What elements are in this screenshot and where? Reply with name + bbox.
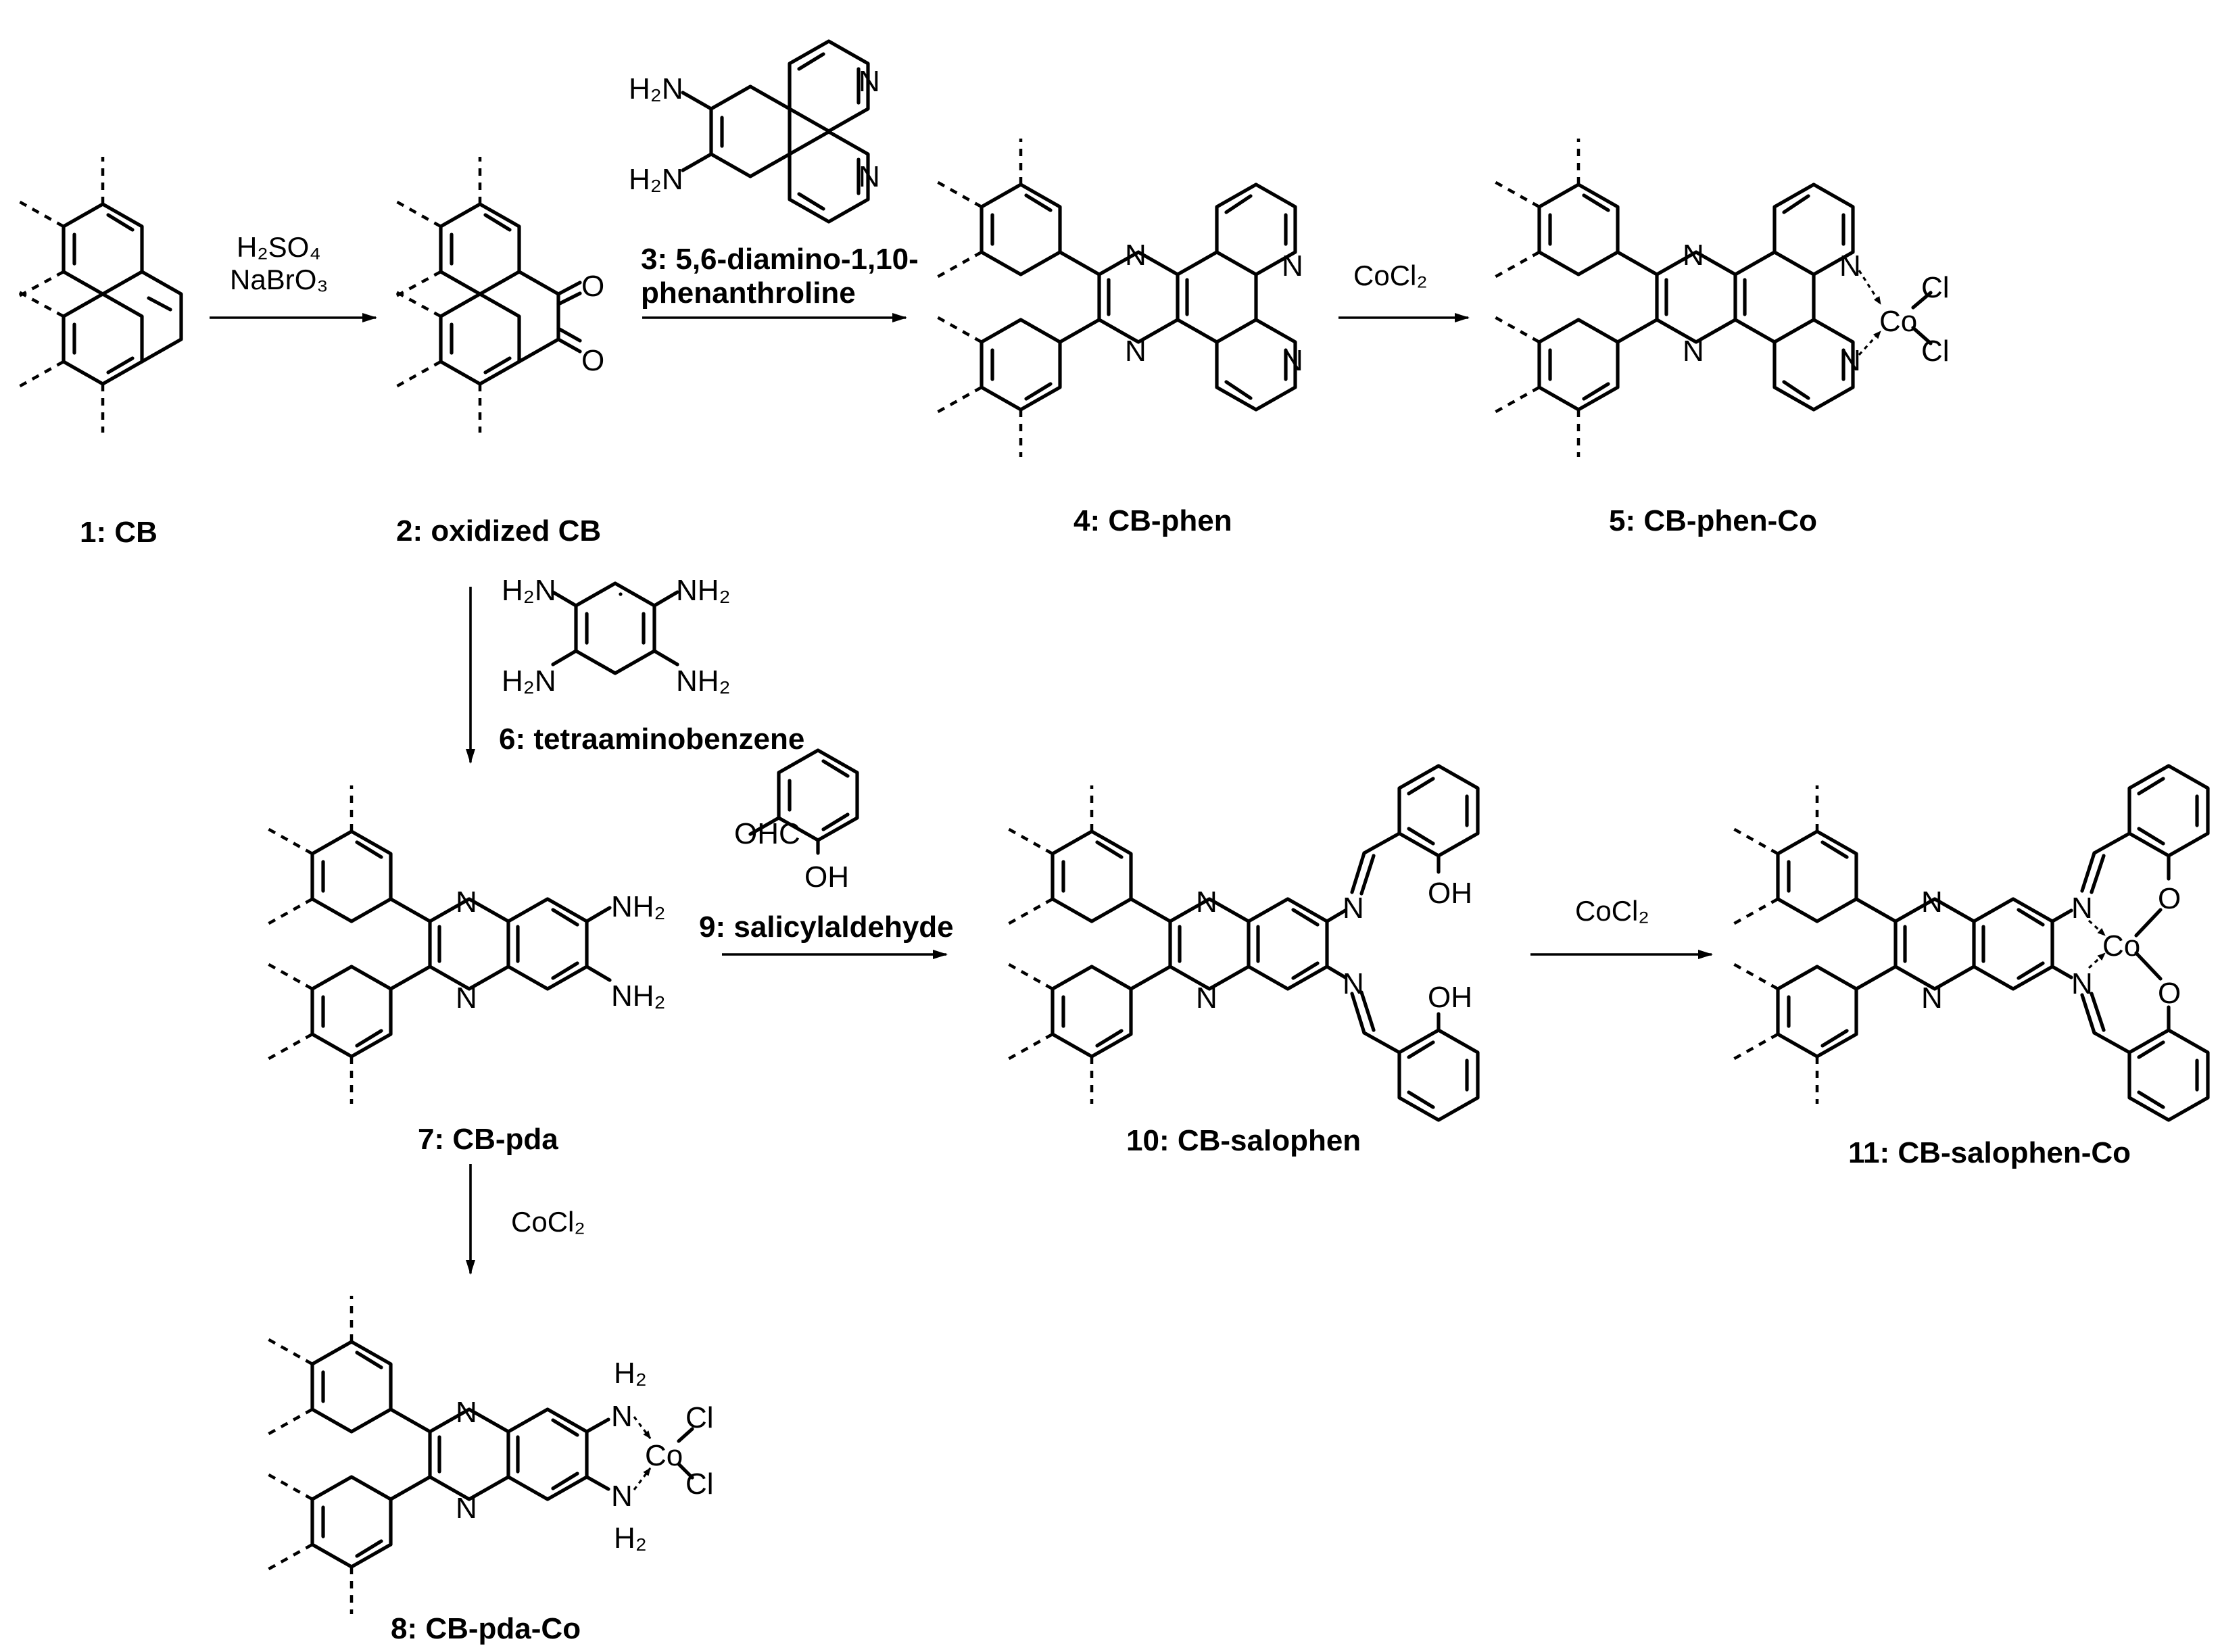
atom-co: Co: [645, 1439, 683, 1472]
structure-diaminophenanthroline: [681, 39, 870, 224]
label-compound-11: 11: CB-salophen-Co: [1848, 1136, 2131, 1169]
atom-n: N: [1839, 249, 1861, 283]
atom-n: N: [456, 885, 477, 919]
atom-n: N: [1343, 967, 1364, 1000]
atom-nh2: NH₂: [676, 664, 731, 698]
atom-n: N: [1921, 885, 1943, 919]
structure-cb-salophen-co: [1732, 764, 2210, 1122]
label-compound-3-line2: phenanthroline: [641, 276, 856, 310]
atom-n: N: [611, 1400, 633, 1433]
atom-n: N: [1282, 344, 1303, 377]
atom-n: N: [2071, 892, 2093, 925]
atom-ohc: OHC: [734, 817, 800, 850]
atom-n: N: [456, 981, 477, 1015]
atom-n: N: [1683, 239, 1704, 272]
label-compound-1: 1: CB: [80, 516, 158, 549]
label-compound-10: 10: CB-salophen: [1126, 1124, 1361, 1157]
structure-cb-phen-co: [1493, 139, 1933, 457]
atom-n: N: [859, 65, 880, 98]
atom-o: O: [581, 270, 604, 303]
label-compound-8: 8: CB-pda-Co: [391, 1612, 581, 1645]
atom-co: Co: [1879, 305, 1917, 338]
atom-nh2: NH₂: [676, 574, 731, 607]
atom-n: N: [611, 1480, 633, 1513]
atom-n: N: [1196, 885, 1217, 919]
atom-n: N: [1125, 335, 1147, 368]
reagent-cobalt-chloride: CoCl₂: [511, 1206, 585, 1238]
reagent-oxidant: NaBrO₃: [230, 264, 328, 295]
atom-h2: H₂: [614, 1357, 647, 1390]
structure-cb-phen: [936, 139, 1297, 457]
structure-oxidized-cb: [395, 157, 582, 433]
structure-cb-salophen: [1007, 764, 1480, 1122]
label-compound-9: 9: salicylaldehyde: [699, 910, 954, 944]
atom-n: N: [1343, 892, 1364, 925]
atom-cl: Cl: [685, 1467, 714, 1501]
structure-cb-pda-co: [266, 1296, 694, 1614]
atom-n: N: [1921, 981, 1943, 1015]
atom-h2n: H₂N: [629, 163, 683, 196]
atom-n: N: [456, 1396, 477, 1429]
atom-h2: H₂: [614, 1522, 647, 1555]
atom-nh2: NH₂: [611, 979, 666, 1013]
atom-n: N: [1839, 344, 1861, 377]
atom-co: Co: [2102, 929, 2140, 963]
label-compound-4: 4: CB-phen: [1073, 504, 1232, 537]
label-compound-6: 6: tetraaminobenzene: [499, 723, 804, 756]
reagent-cobalt-chloride: CoCl₂: [1575, 895, 1649, 927]
label-compound-2: 2: oxidized CB: [396, 514, 601, 548]
reagent-cobalt-chloride: CoCl₂: [1353, 260, 1428, 291]
atom-h2n: H₂N: [502, 574, 556, 607]
atom-oh: OH: [1428, 877, 1472, 910]
atom-oh: OH: [804, 860, 849, 894]
atom-h2n: H₂N: [502, 664, 556, 698]
atom-n: N: [1125, 239, 1147, 272]
atom-o: O: [581, 344, 604, 377]
structure-cb-pda: [266, 785, 612, 1104]
structure-tetraaminobenzene: [551, 581, 679, 675]
label-compound-3-line1: 3: 5,6-diamino-1,10-: [641, 243, 919, 276]
atom-cl: Cl: [1921, 335, 1950, 368]
structure-salicylaldehyde: [748, 748, 859, 855]
atom-o: O: [2158, 977, 2181, 1010]
atom-n: N: [1282, 249, 1303, 283]
atom-n: N: [1196, 981, 1217, 1015]
label-compound-5: 5: CB-phen-Co: [1609, 504, 1817, 537]
reagent-acid: H₂SO₄: [237, 231, 320, 263]
atom-o: O: [2158, 882, 2181, 915]
atom-nh2: NH₂: [611, 890, 666, 923]
atom-cl: Cl: [685, 1401, 714, 1434]
label-compound-7: 7: CB-pda: [418, 1123, 558, 1156]
atom-n: N: [456, 1492, 477, 1525]
atom-cl: Cl: [1921, 271, 1950, 304]
structure-cb: [18, 157, 183, 433]
atom-n: N: [859, 160, 880, 193]
atom-n: N: [2071, 967, 2093, 1000]
atom-n: N: [1683, 335, 1704, 368]
atom-h2n: H₂N: [629, 72, 683, 105]
atom-oh: OH: [1428, 981, 1472, 1014]
